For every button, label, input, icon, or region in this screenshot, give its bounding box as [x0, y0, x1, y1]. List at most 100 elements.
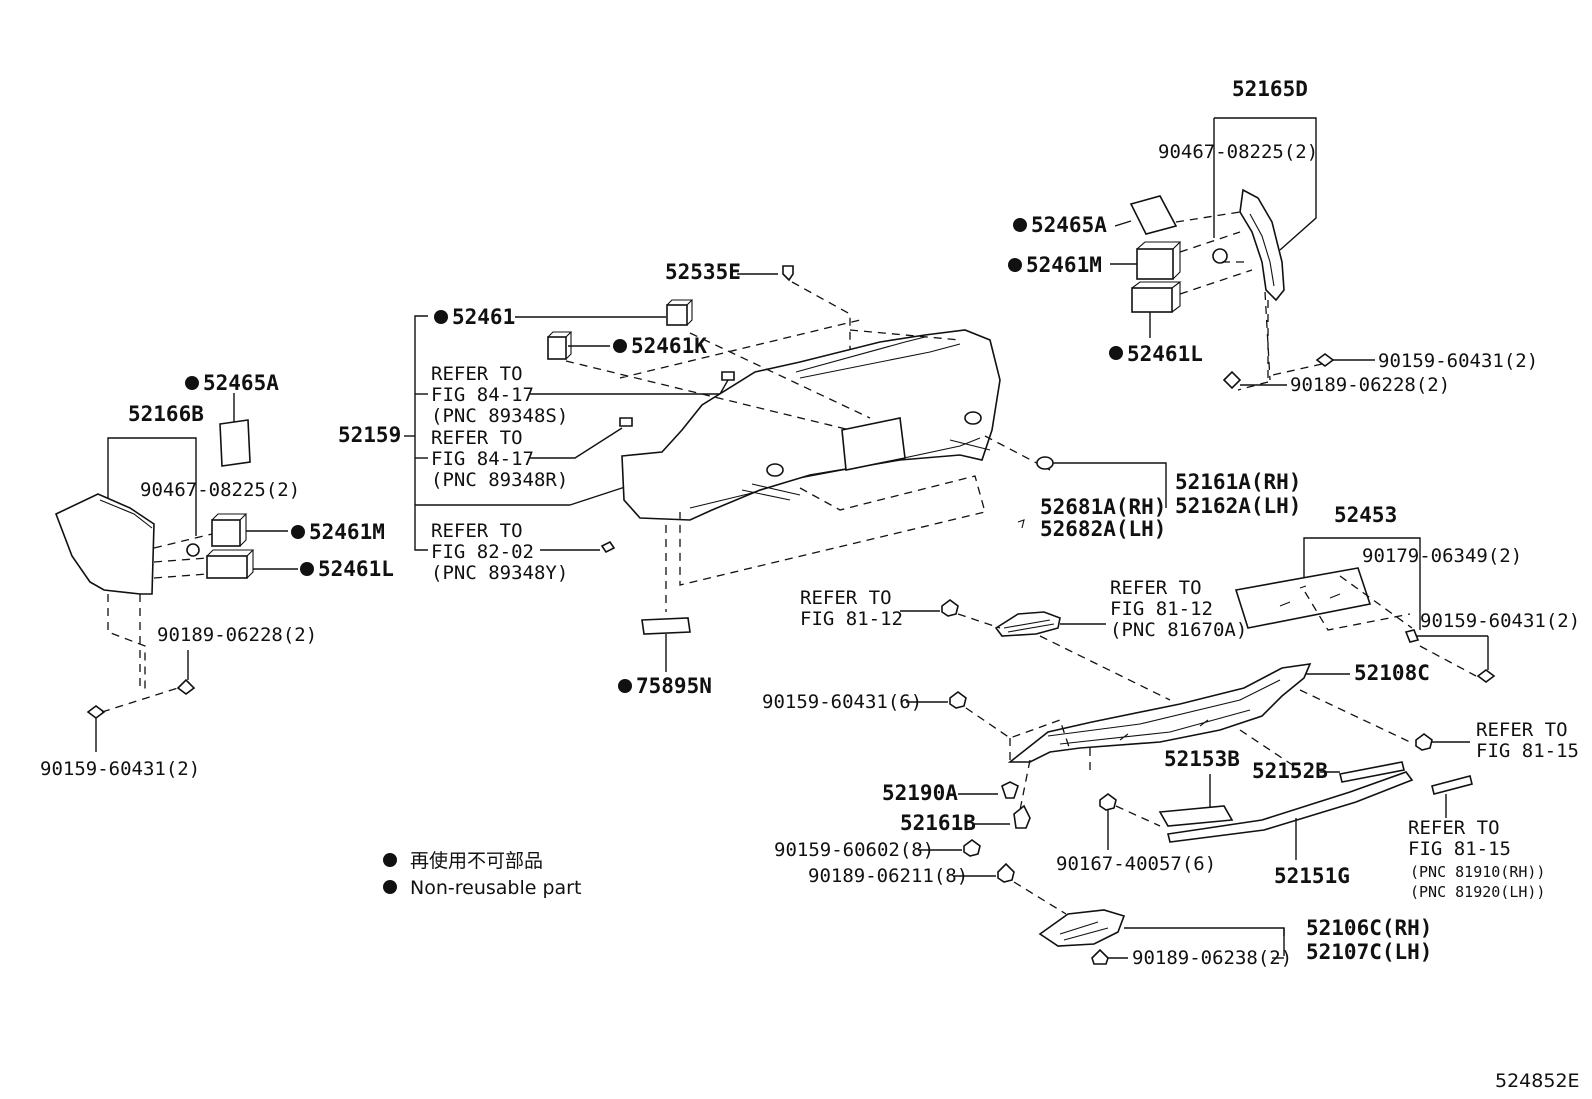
ref-81-15-bot-line3: (PNC 81910(RH)) — [1410, 863, 1545, 881]
ref-81-15-top-line2: FIG 81-15 — [1476, 740, 1579, 762]
group-52106C: 52106C(RH) 52107C(LH) 90189-06238(2) — [1038, 909, 1432, 969]
screw-90159-plate — [1476, 669, 1496, 683]
ref-81-12-right-line3: (PNC 81670A) — [1110, 619, 1247, 641]
cap-52161A — [1036, 456, 1054, 470]
diagram-id: 524852E — [1495, 1070, 1580, 1092]
reflector-ref-81-15 — [1431, 775, 1473, 795]
block-52461L-left — [206, 555, 248, 579]
clip-90189-left — [176, 678, 196, 695]
ref-81-15-top-line1: REFER TO — [1476, 719, 1568, 741]
label-52166B: 52166B — [128, 402, 204, 426]
non-reusable-dot — [613, 339, 627, 353]
ref-84-17-b-line2: FIG 84-17 — [431, 448, 534, 470]
group-52161A: 52161A(RH) 52162A(LH) 52681A(RH) 52682A(… — [1017, 456, 1301, 541]
ref-81-15-bot-line4: (PNC 81920(LH)) — [1410, 883, 1545, 901]
sensor-clip-89348R — [619, 417, 633, 427]
label-90159-60431-left: 90159-60431(2) — [40, 758, 200, 780]
screw-90159-6 — [949, 691, 967, 709]
label-90467-08225-left: 90467-08225(2) — [140, 479, 300, 501]
ref-81-12-right-line2: FIG 81-12 — [1110, 598, 1213, 620]
group-52108C: 52108C 90159-60431(6) REFER TO FIG 81-15… — [762, 661, 1579, 901]
screw-ref-81-12 — [941, 599, 959, 617]
legend-dot-en — [383, 880, 397, 894]
ref-82-02-line1: REFER TO — [431, 520, 523, 542]
block-52461K — [547, 336, 567, 360]
nut-90167 — [1099, 793, 1117, 811]
label-90167-40057: 90167-40057(6) — [1056, 853, 1216, 875]
clip-90179 — [1404, 629, 1420, 643]
non-reusable-dot — [434, 310, 448, 324]
ref-84-17-a-line2: FIG 84-17 — [431, 384, 534, 406]
label-90159-60431-plate: 90159-60431(2) — [1420, 610, 1580, 632]
ref-81-12-left-line2: FIG 81-12 — [800, 608, 903, 630]
license-plate-recess — [841, 417, 906, 471]
label-52682A: 52682A(LH) — [1040, 517, 1166, 541]
block-52461L-right — [1131, 287, 1173, 313]
ref-81-12-left-line1: REFER TO — [800, 587, 892, 609]
label-52161A: 52161A(RH) — [1175, 470, 1301, 494]
nut-right — [1212, 248, 1228, 264]
block-52461 — [666, 304, 688, 326]
bumper-bracket-52106C — [1038, 909, 1126, 947]
label-52153B: 52153B — [1164, 747, 1240, 771]
ref-81-15-bot-line2: FIG 81-15 — [1408, 838, 1511, 860]
non-reusable-dot — [618, 679, 632, 693]
clip-52190A — [1001, 781, 1019, 799]
legend: 再使用不可部品 Non-reusable part — [383, 850, 581, 899]
label-90179-06349: 90179-06349(2) — [1362, 545, 1522, 567]
seal-52153B — [1158, 805, 1234, 827]
clip-52161B — [1013, 804, 1031, 829]
non-reusable-dot — [1013, 218, 1027, 232]
label-90189-06211: 90189-06211(8) — [808, 865, 968, 887]
label-52106C: 52106C(RH) — [1306, 916, 1432, 940]
clip-90189-right — [1222, 370, 1242, 390]
non-reusable-dot — [291, 525, 305, 539]
bumper-hole — [964, 411, 982, 425]
label-90189-06228-right: 90189-06228(2) — [1290, 374, 1450, 396]
label-52161B: 52161B — [900, 811, 976, 835]
label-52162A: 52162A(LH) — [1175, 494, 1301, 518]
label-52461M-left: 52461M — [309, 520, 385, 544]
rear-bumper-cover — [621, 329, 1001, 521]
group-ref-81-12: REFER TO FIG 81-12 REFER TO FIG 81-12 (P… — [800, 577, 1247, 701]
legend-dot-jp — [383, 853, 397, 867]
label-52165D: 52165D — [1232, 77, 1308, 101]
label-52461L-left: 52461L — [318, 557, 394, 581]
group-52165D: 52165D 90467-08225(2) 52465A 52461M 5246… — [1008, 77, 1538, 396]
group-52159: 52535E 52159 52461 52461K REFER TO FIG 8… — [338, 260, 1051, 698]
clip-52681A — [1017, 519, 1025, 529]
label-52461K: 52461K — [631, 334, 707, 358]
label-52190A: 52190A — [882, 781, 958, 805]
non-reusable-dot — [1109, 346, 1123, 360]
ref-84-17-a-line1: REFER TO — [431, 363, 523, 385]
screw-90159-left — [86, 705, 106, 719]
bumper-side-corner-right — [1239, 188, 1285, 302]
label-52461L-right: 52461L — [1127, 342, 1203, 366]
block-52461M-right — [1136, 248, 1174, 280]
non-reusable-dot — [1008, 258, 1022, 272]
ref-84-17-b-line1: REFER TO — [431, 427, 523, 449]
seal-52152B — [1339, 761, 1405, 783]
label-90159-60431-right: 90159-60431(2) — [1378, 350, 1538, 372]
clip-90189-06238 — [1091, 948, 1109, 965]
harness-clip-89348Y — [600, 540, 616, 554]
license-plate-bracket — [1234, 567, 1372, 629]
label-52461-center: 52461 — [452, 305, 515, 329]
ref-84-17-b-line3: (PNC 89348R) — [431, 469, 568, 491]
ref-82-02-line2: FIG 82-02 — [431, 541, 534, 563]
label-52461M-right: 52461M — [1026, 253, 1102, 277]
label-sticker-75895N — [641, 617, 691, 635]
label-52152B: 52152B — [1252, 759, 1328, 783]
label-52465A-left: 52465A — [203, 371, 279, 395]
legend-text-en: Non-reusable part — [410, 877, 581, 899]
label-52107C: 52107C(LH) — [1306, 940, 1432, 964]
label-52159: 52159 — [338, 423, 401, 447]
legend-text-jp: 再使用不可部品 — [410, 850, 543, 872]
clip-90189-06211 — [997, 862, 1015, 883]
bumper-side-corner-left — [54, 493, 155, 595]
bumper-hole — [766, 463, 784, 477]
label-52151G: 52151G — [1274, 864, 1350, 888]
block-52461M-left — [211, 519, 241, 547]
label-75895N: 75895N — [636, 674, 712, 698]
